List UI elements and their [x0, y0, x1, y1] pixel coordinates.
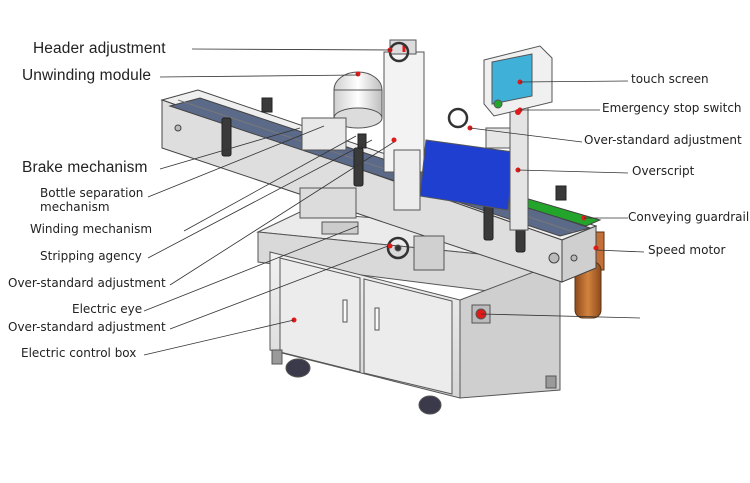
- touch-screen-unit: [483, 45, 553, 231]
- label-brake-mechanism: Brake mechanism: [22, 159, 148, 176]
- leader-lines: [143, 48, 645, 356]
- label-over-standard-adjustment-1: Over-standard adjustment: [8, 276, 166, 290]
- label-stripping-agency: Stripping agency: [40, 249, 142, 263]
- label-header-adjustment: Header adjustment: [33, 40, 166, 57]
- label-over-standard-adjustment-right: Over-standard adjustment: [584, 133, 742, 147]
- label-winding-mechanism: Winding mechanism: [30, 222, 153, 236]
- labeling-head: [299, 39, 515, 271]
- label-electric-eye: Electric eye: [72, 302, 143, 316]
- label-over-standard-adjustment-2: Over-standard adjustment: [8, 320, 166, 334]
- label-conveying-guardrail: Conveying guardrail: [628, 210, 750, 224]
- label-touch-screen: touch screen: [631, 72, 709, 86]
- label-overscript: Overscript: [632, 164, 695, 178]
- label-speed-motor: Speed motor: [648, 243, 726, 257]
- label-emergency-stop-switch: Emergency stop switch: [602, 101, 742, 115]
- label-unwinding-module: Unwinding module: [22, 67, 152, 84]
- label-bottle-separation-mechanism: Bottle separation mechanism: [40, 186, 144, 214]
- cabinet-base: [256, 211, 602, 415]
- label-electric-control-box: Electric control box: [21, 346, 137, 360]
